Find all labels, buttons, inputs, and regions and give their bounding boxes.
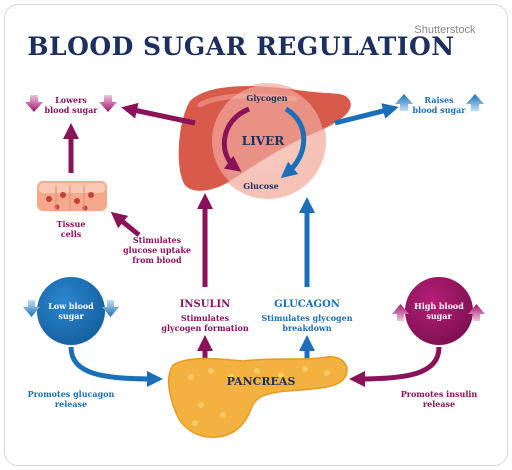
watermark: Shutterstock (414, 24, 476, 36)
raises-blood-sugar-group: Raises blood sugar (395, 94, 484, 115)
high-line2: sugar (426, 311, 452, 321)
liver-glucose-label: Glucose (243, 181, 279, 191)
glucagon-line2: breakdown (282, 323, 331, 333)
down-arrow-icon (23, 300, 40, 317)
up-arrow-icon (395, 94, 413, 111)
uptake-line3: from blood (132, 255, 182, 265)
up-arrow-icon (392, 304, 409, 321)
tissue-cells-illustration (37, 181, 107, 211)
insulin-line1: Stimulates (181, 313, 230, 323)
promotes-glucagon-line2: release (55, 399, 87, 409)
lowers-blood-sugar-group: Lowers blood sugar (25, 95, 117, 115)
insulin-title: INSULIN (180, 299, 231, 310)
tissue-line1: Tissue (57, 219, 86, 229)
promotes-insulin-line2: release (423, 399, 455, 409)
tissue-line2: cells (61, 229, 82, 239)
down-arrow-icon (102, 300, 119, 317)
diagram-card: BLOOD SUGAR REGULATION Shutterstock Glyc… (4, 4, 508, 466)
lowers-line2: blood sugar (45, 105, 99, 115)
down-arrow-icon (99, 95, 117, 112)
liver-to-lowers-arrow (121, 102, 196, 126)
promotes-insulin-line1: Promotes insulin (401, 389, 478, 399)
insulin-line2: glycogen formation (161, 323, 248, 333)
raises-line1: Raises (424, 95, 454, 105)
raises-line2: blood sugar (413, 105, 467, 115)
uptake-line1: Stimulates (133, 235, 182, 245)
low-line2: sugar (58, 311, 84, 321)
glucagon-title: GLUCAGON (274, 299, 340, 310)
high-blood-sugar-node: High blood sugar (392, 277, 485, 345)
liver-label: LIVER (242, 134, 286, 148)
low-line1: Low blood (48, 301, 94, 311)
liver-glycogen-label: Glycogen (246, 93, 287, 103)
low-to-pancreas-arrow (68, 346, 164, 387)
promotes-glucagon-line1: Promotes glucagon (28, 389, 115, 399)
up-arrow-icon (466, 94, 484, 111)
glucose-to-glycogen-arrow (221, 106, 251, 172)
low-blood-sugar-node: Low blood sugar (23, 277, 119, 345)
high-line1: High blood (414, 301, 464, 311)
up-arrow-icon (468, 304, 485, 321)
liver-to-raises-arrow (334, 103, 399, 126)
glucagon-line1: Stimulates glycogen (261, 313, 352, 323)
down-arrow-icon (25, 95, 43, 112)
diagram-canvas: BLOOD SUGAR REGULATION Shutterstock Glyc… (23, 24, 485, 438)
uptake-to-tissue-arrow (110, 211, 141, 237)
pancreas-illustration (167, 356, 348, 438)
high-to-pancreas-arrow (348, 346, 442, 387)
glycogen-to-glucose-arrow (280, 106, 307, 179)
lowers-line1: Lowers (55, 95, 87, 105)
uptake-line2: glucose uptake (123, 245, 191, 255)
page-title: BLOOD SUGAR REGULATION (27, 32, 454, 61)
pancreas-label: PANCREAS (227, 375, 296, 388)
